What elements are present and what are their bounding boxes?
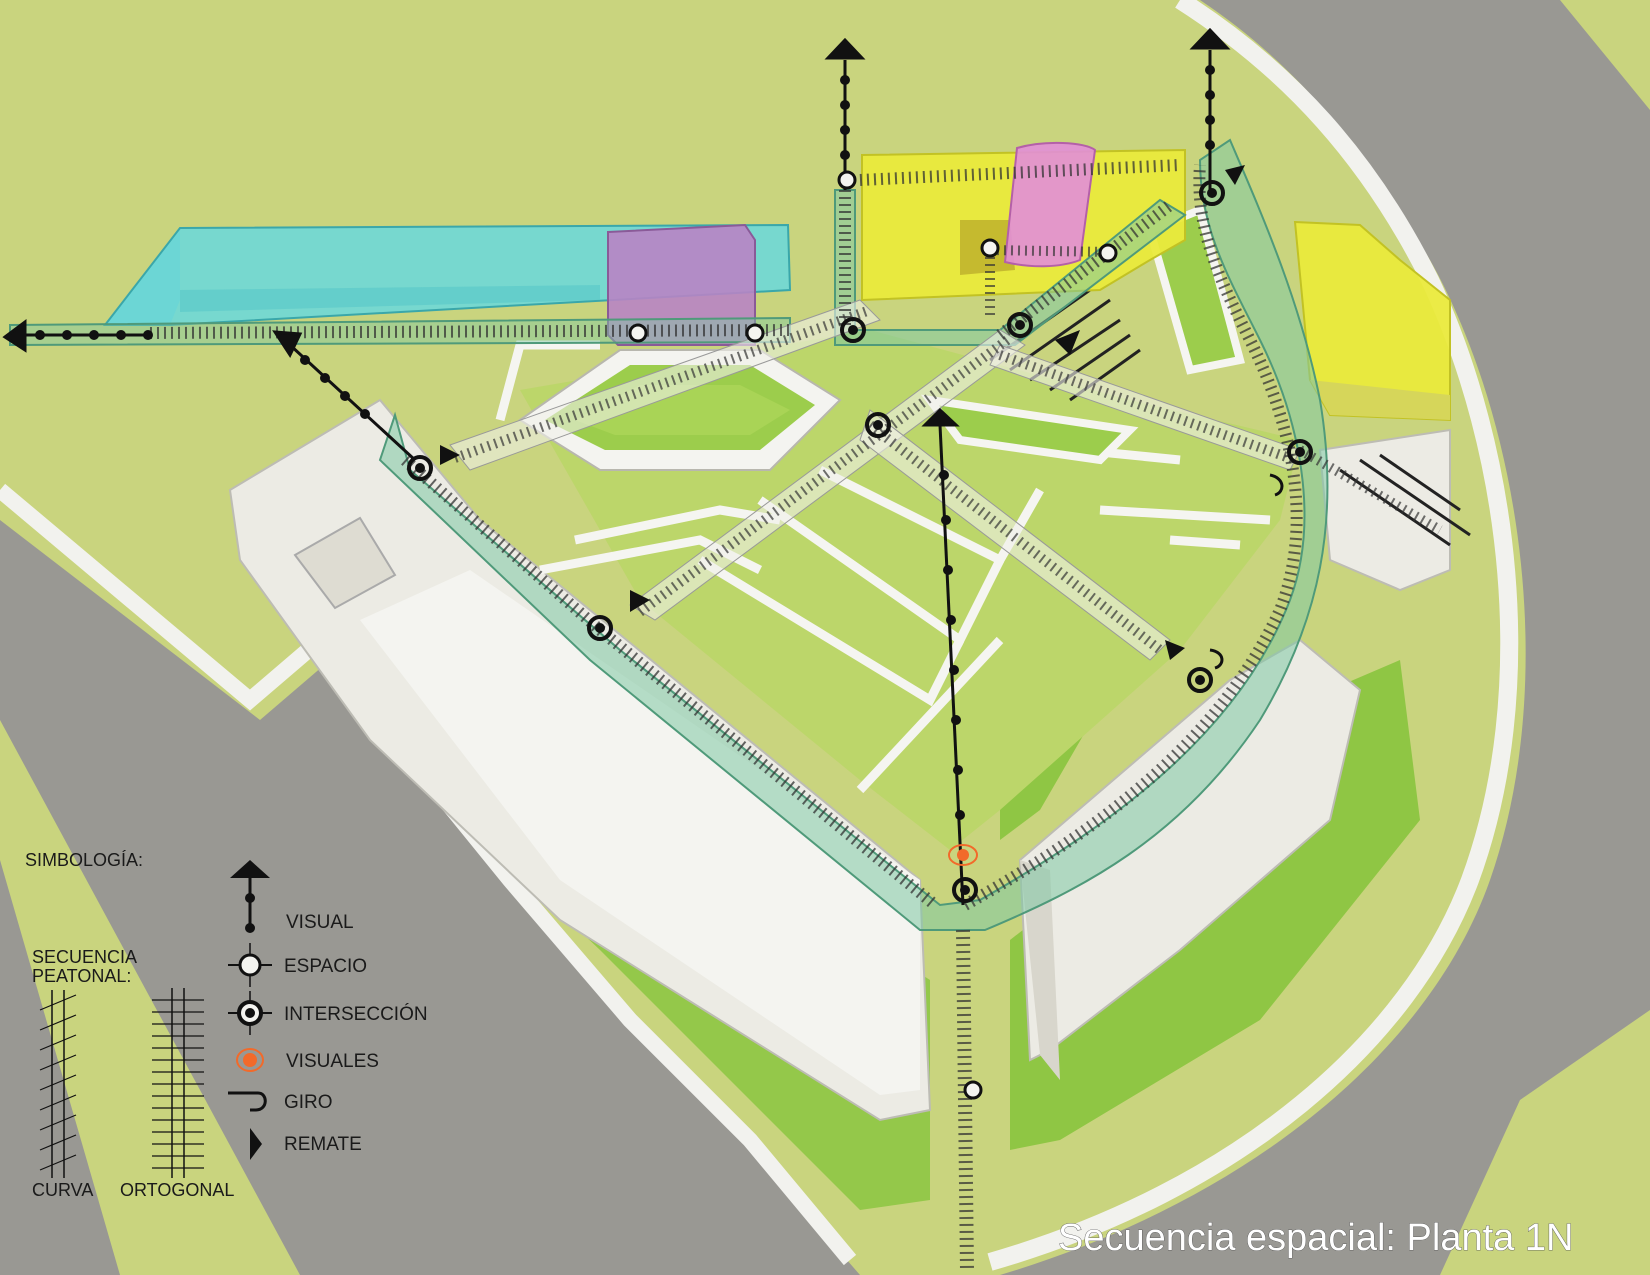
building-southwest-roof xyxy=(360,570,920,1095)
cyan-block-inner xyxy=(180,285,600,312)
legend: SIMBOLOGÍA: VISUAL ESPACIO INTERSECCIÓN … xyxy=(25,850,428,1200)
planter-center xyxy=(920,394,1139,465)
legend-label-interseccion: INTERSECCIÓN xyxy=(284,1003,428,1025)
road-left xyxy=(0,520,860,1275)
lawn-corner-right xyxy=(1560,0,1650,110)
building-southeast-facade xyxy=(1020,860,1060,1080)
espacio-markers xyxy=(628,170,1118,1100)
lawn-corner-bottom-right xyxy=(1440,1010,1650,1275)
interseccion-markers xyxy=(407,180,1313,903)
legend-label-visuales: VISUALES xyxy=(286,1051,379,1072)
path-tie-marks xyxy=(149,159,1443,1271)
sidewalk-right xyxy=(987,0,1519,1271)
legend-label-remate: REMATE xyxy=(284,1134,362,1155)
legend-label-espacio: ESPACIO xyxy=(284,956,367,977)
pink-tower xyxy=(1003,141,1097,268)
visual-axis-dots xyxy=(35,65,1215,820)
hatch-east xyxy=(1339,453,1471,547)
legend-label-ortogonal: ORTOGONAL xyxy=(120,1180,234,1200)
legend-sequence-heading-1: SECUENCIA xyxy=(32,947,137,967)
building-southeast xyxy=(1018,638,1362,1062)
visuales-dot-icon xyxy=(236,1048,264,1072)
legend-label-visual: VISUAL xyxy=(286,912,354,933)
remate-triangle-icon xyxy=(250,1128,262,1160)
building-east-strip xyxy=(1318,428,1451,592)
legend-label-curva: CURVA xyxy=(32,1180,93,1200)
legend-label-giro: GIRO xyxy=(284,1092,333,1113)
giro-markers xyxy=(1209,473,1284,670)
visual-arrow-icon xyxy=(230,860,270,933)
void-courtyard xyxy=(293,516,397,610)
legend-sequence-heading-2: PEATONAL: xyxy=(32,966,131,986)
road-right xyxy=(1000,0,1650,1275)
giro-hook-icon xyxy=(228,1091,267,1112)
orthogonal-pattern-icon xyxy=(152,988,204,1178)
yellow-block-east-base xyxy=(1310,380,1450,420)
visuales-marker xyxy=(948,844,978,866)
espacio-circle-icon xyxy=(228,943,272,987)
lawn-strip-left xyxy=(0,720,300,1275)
diagram-title: Secuencia espacial: Planta 1N xyxy=(1058,1217,1573,1259)
legend-heading: SIMBOLOGÍA: xyxy=(25,850,143,870)
remate-markers xyxy=(440,165,1245,660)
curve-pattern-icon xyxy=(39,990,77,1178)
interseccion-circle-icon xyxy=(228,991,272,1035)
